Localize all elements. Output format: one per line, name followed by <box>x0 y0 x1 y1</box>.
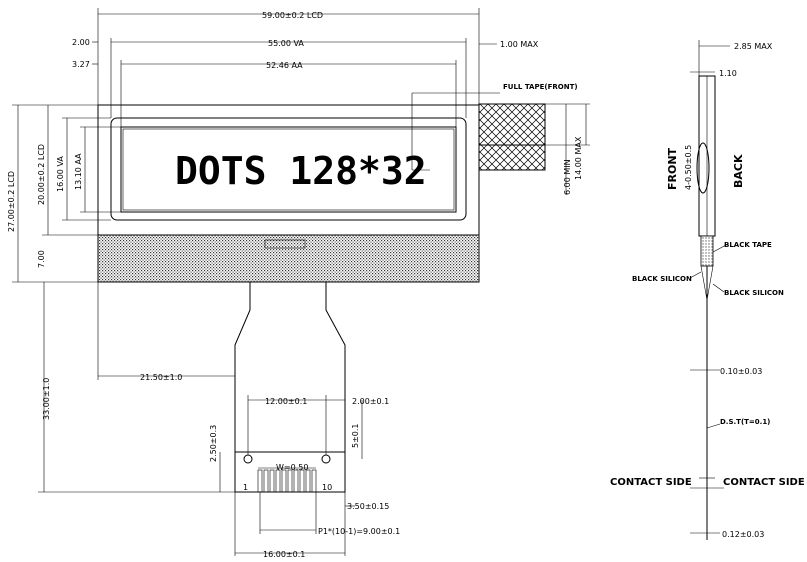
label-back: BACK <box>732 154 745 188</box>
viewing-area <box>110 117 467 221</box>
dim-tail-right: 3.50±0.15 <box>347 502 389 511</box>
dim-pin-edge: 2.00±0.1 <box>352 397 389 406</box>
label-black-tape: BLACK TAPE <box>724 241 772 249</box>
fpc-pins <box>257 469 317 493</box>
dim-lower-height: 7.00 <box>37 250 46 268</box>
display-text: DOTS 128*32 <box>175 149 427 193</box>
dim-pitch-width: W=0.50 <box>276 463 308 472</box>
label-full-tape: FULL TAPE(FRONT) <box>503 83 578 91</box>
side-view: 2.85 MAX 1.10 4-0.50±0.5 FRONT BACK BLAC… <box>610 40 805 540</box>
label-black-silicon-left: BLACK SILICON <box>632 275 692 283</box>
label-contact-right: CONTACT SIDE <box>723 477 805 488</box>
dim-fpc-width: 16.00±0.1 <box>263 550 305 559</box>
dim-fpc-length: 33.00±1.0 <box>42 378 51 420</box>
dim-width-lcd: 59.00±0.2 LCD <box>262 11 323 20</box>
active-area <box>120 126 457 213</box>
dim-height-lcd-total: 27.00±0.2 LCD <box>7 171 16 232</box>
dim-width-aa: 52.46 AA <box>266 61 303 70</box>
dim-hole-offset: 5±0.1 <box>351 423 360 448</box>
side-black-tape <box>700 235 714 267</box>
dim-mount-holes: 4-0.50±0.5 <box>684 145 693 190</box>
pin-10-label: 10 <box>322 483 332 492</box>
front-dimensions: 59.00±0.2 LCD 55.00 VA 2.00 52.46 AA 3.2… <box>7 8 590 559</box>
full-tape-block <box>478 103 546 171</box>
dim-thickness-top: 1.10 <box>719 69 737 78</box>
dim-tape-min: 6.00 MIN <box>563 159 572 195</box>
fpc-hole-right <box>321 454 331 464</box>
dim-tape-max: 14.00 MAX <box>574 136 583 180</box>
dim-pin-span: 12.00±0.1 <box>265 397 307 406</box>
backlight-region <box>97 234 480 283</box>
dim-height-va: 16.00 VA <box>56 156 65 192</box>
label-dst: D.S.T(T=0.1) <box>720 418 770 426</box>
dim-fpc-offset: 21.50±1.0 <box>140 373 182 382</box>
dim-offset-aa: 3.27 <box>72 60 90 69</box>
dim-height-aa: 13.10 AA <box>74 153 83 190</box>
dim-offset-va: 2.00 <box>72 38 90 47</box>
dim-stiffener: 2.50±0.3 <box>209 425 218 462</box>
front-view: DOTS 128*32 1 10 <box>97 103 546 493</box>
dim-height-lcd: 20.00±0.2 LCD <box>37 144 46 205</box>
pin-1-label: 1 <box>243 483 248 492</box>
dim-pitch-total: P1*(10-1)=9.00±0.1 <box>318 527 400 536</box>
label-black-silicon-right: BLACK SILICON <box>724 289 784 297</box>
side-polarizer-bump <box>696 142 710 194</box>
label-contact-left: CONTACT SIDE <box>610 477 692 488</box>
dim-fpc-tail-thickness: 0.12±0.03 <box>722 530 764 539</box>
dim-thickness-max: 2.85 MAX <box>734 42 773 51</box>
label-front: FRONT <box>666 147 679 190</box>
dim-fpc-thickness: 0.10±0.03 <box>720 367 762 376</box>
dim-tape-margin: 1.00 MAX <box>500 40 539 49</box>
dim-width-va: 55.00 VA <box>268 39 304 48</box>
fpc-hole-left <box>243 454 253 464</box>
